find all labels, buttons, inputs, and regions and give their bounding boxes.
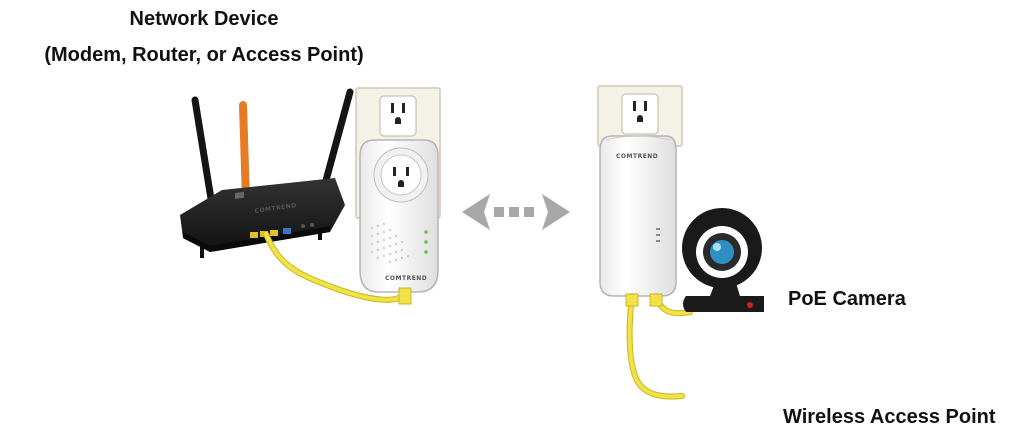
ethernet-cables	[263, 231, 693, 400]
network-device-title: Network Device	[129, 8, 279, 30]
bidirectional-arrow-icon	[462, 194, 570, 230]
wall-outlet-right	[597, 85, 683, 147]
network-device-subtitle: (Modem, Router, or Access Point)	[44, 44, 364, 66]
poe-camera-label: PoE Camera	[788, 288, 906, 310]
powerline-adapter-icon: COMTREND	[599, 135, 677, 297]
powerline-adapter-icon: COMTREND	[359, 139, 439, 293]
adapter-brand-text-left: COMTREND	[385, 275, 427, 282]
webcam-icon	[682, 208, 764, 312]
wireless-access-point-label: Wireless Access Point	[783, 406, 996, 428]
adapter-brand-text-right: COMTREND	[616, 153, 658, 160]
